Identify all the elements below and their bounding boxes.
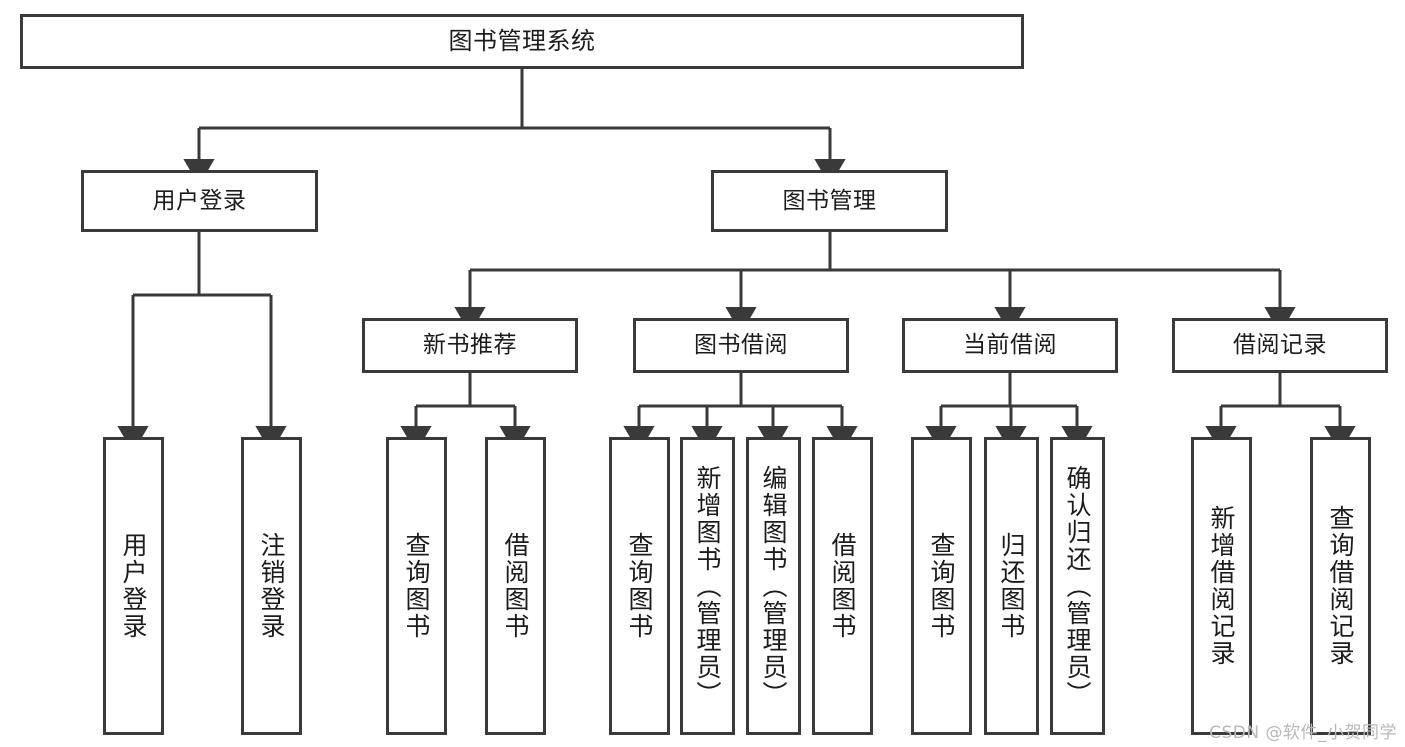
node-leaf-logout-label: 注销登录 [257,532,286,640]
node-user-login[interactable]: 用户登录 [81,170,318,232]
node-leaf-add-record-label: 新增借阅记录 [1207,505,1236,667]
node-leaf-query-book-borrow-label: 查询图书 [625,532,654,640]
node-leaf-add-record[interactable]: 新增借阅记录 [1191,437,1252,735]
node-leaf-user-login[interactable]: 用户登录 [103,437,164,735]
node-leaf-borrow-book[interactable]: 借阅图书 [812,437,873,735]
node-leaf-query-book-rec-label: 查询图书 [402,532,431,640]
node-leaf-return-book[interactable]: 归还图书 [984,437,1039,735]
node-leaf-query-book-borrow[interactable]: 查询图书 [609,437,670,735]
node-book-borrow[interactable]: 图书借阅 [633,318,849,373]
node-new-book-rec-label: 新书推荐 [423,332,517,359]
node-borrow-record[interactable]: 借阅记录 [1172,318,1388,373]
node-borrow-record-label: 借阅记录 [1233,332,1327,359]
node-leaf-user-login-label: 用户登录 [119,532,148,640]
node-leaf-return-book-label: 归还图书 [997,532,1026,640]
node-current-borrow[interactable]: 当前借阅 [902,318,1118,373]
node-root[interactable]: 图书管理系统 [20,14,1024,69]
node-leaf-query-book-rec[interactable]: 查询图书 [386,437,447,735]
node-book-manage-label: 图书管理 [782,187,877,214]
node-leaf-confirm-return[interactable]: 确认归还（管理员） [1050,437,1105,735]
node-leaf-query-record-label: 查询借阅记录 [1326,505,1355,667]
node-leaf-query-book-cur-label: 查询图书 [927,532,956,640]
node-leaf-query-record[interactable]: 查询借阅记录 [1310,437,1371,735]
node-leaf-logout[interactable]: 注销登录 [241,437,302,735]
node-leaf-edit-book-label: 编辑图书（管理员） [759,464,788,708]
csdn-watermark: CSDN @软件_小贺同学 [1209,723,1397,743]
node-leaf-borrow-book-rec-label: 借阅图书 [501,532,530,640]
node-new-book-rec[interactable]: 新书推荐 [362,318,578,373]
node-book-manage[interactable]: 图书管理 [711,170,948,232]
node-user-login-label: 用户登录 [152,187,247,214]
node-leaf-add-book-label: 新增图书（管理员） [693,464,722,708]
node-leaf-query-book-cur[interactable]: 查询图书 [911,437,972,735]
node-book-borrow-label: 图书借阅 [694,332,788,359]
node-leaf-borrow-book-rec[interactable]: 借阅图书 [485,437,546,735]
node-root-label: 图书管理系统 [448,26,596,55]
node-leaf-edit-book[interactable]: 编辑图书（管理员） [746,437,801,735]
node-current-borrow-label: 当前借阅 [963,332,1057,359]
node-leaf-confirm-return-label: 确认归还（管理员） [1063,464,1092,708]
node-leaf-add-book[interactable]: 新增图书（管理员） [680,437,735,735]
node-leaf-borrow-book-label: 借阅图书 [828,532,857,640]
